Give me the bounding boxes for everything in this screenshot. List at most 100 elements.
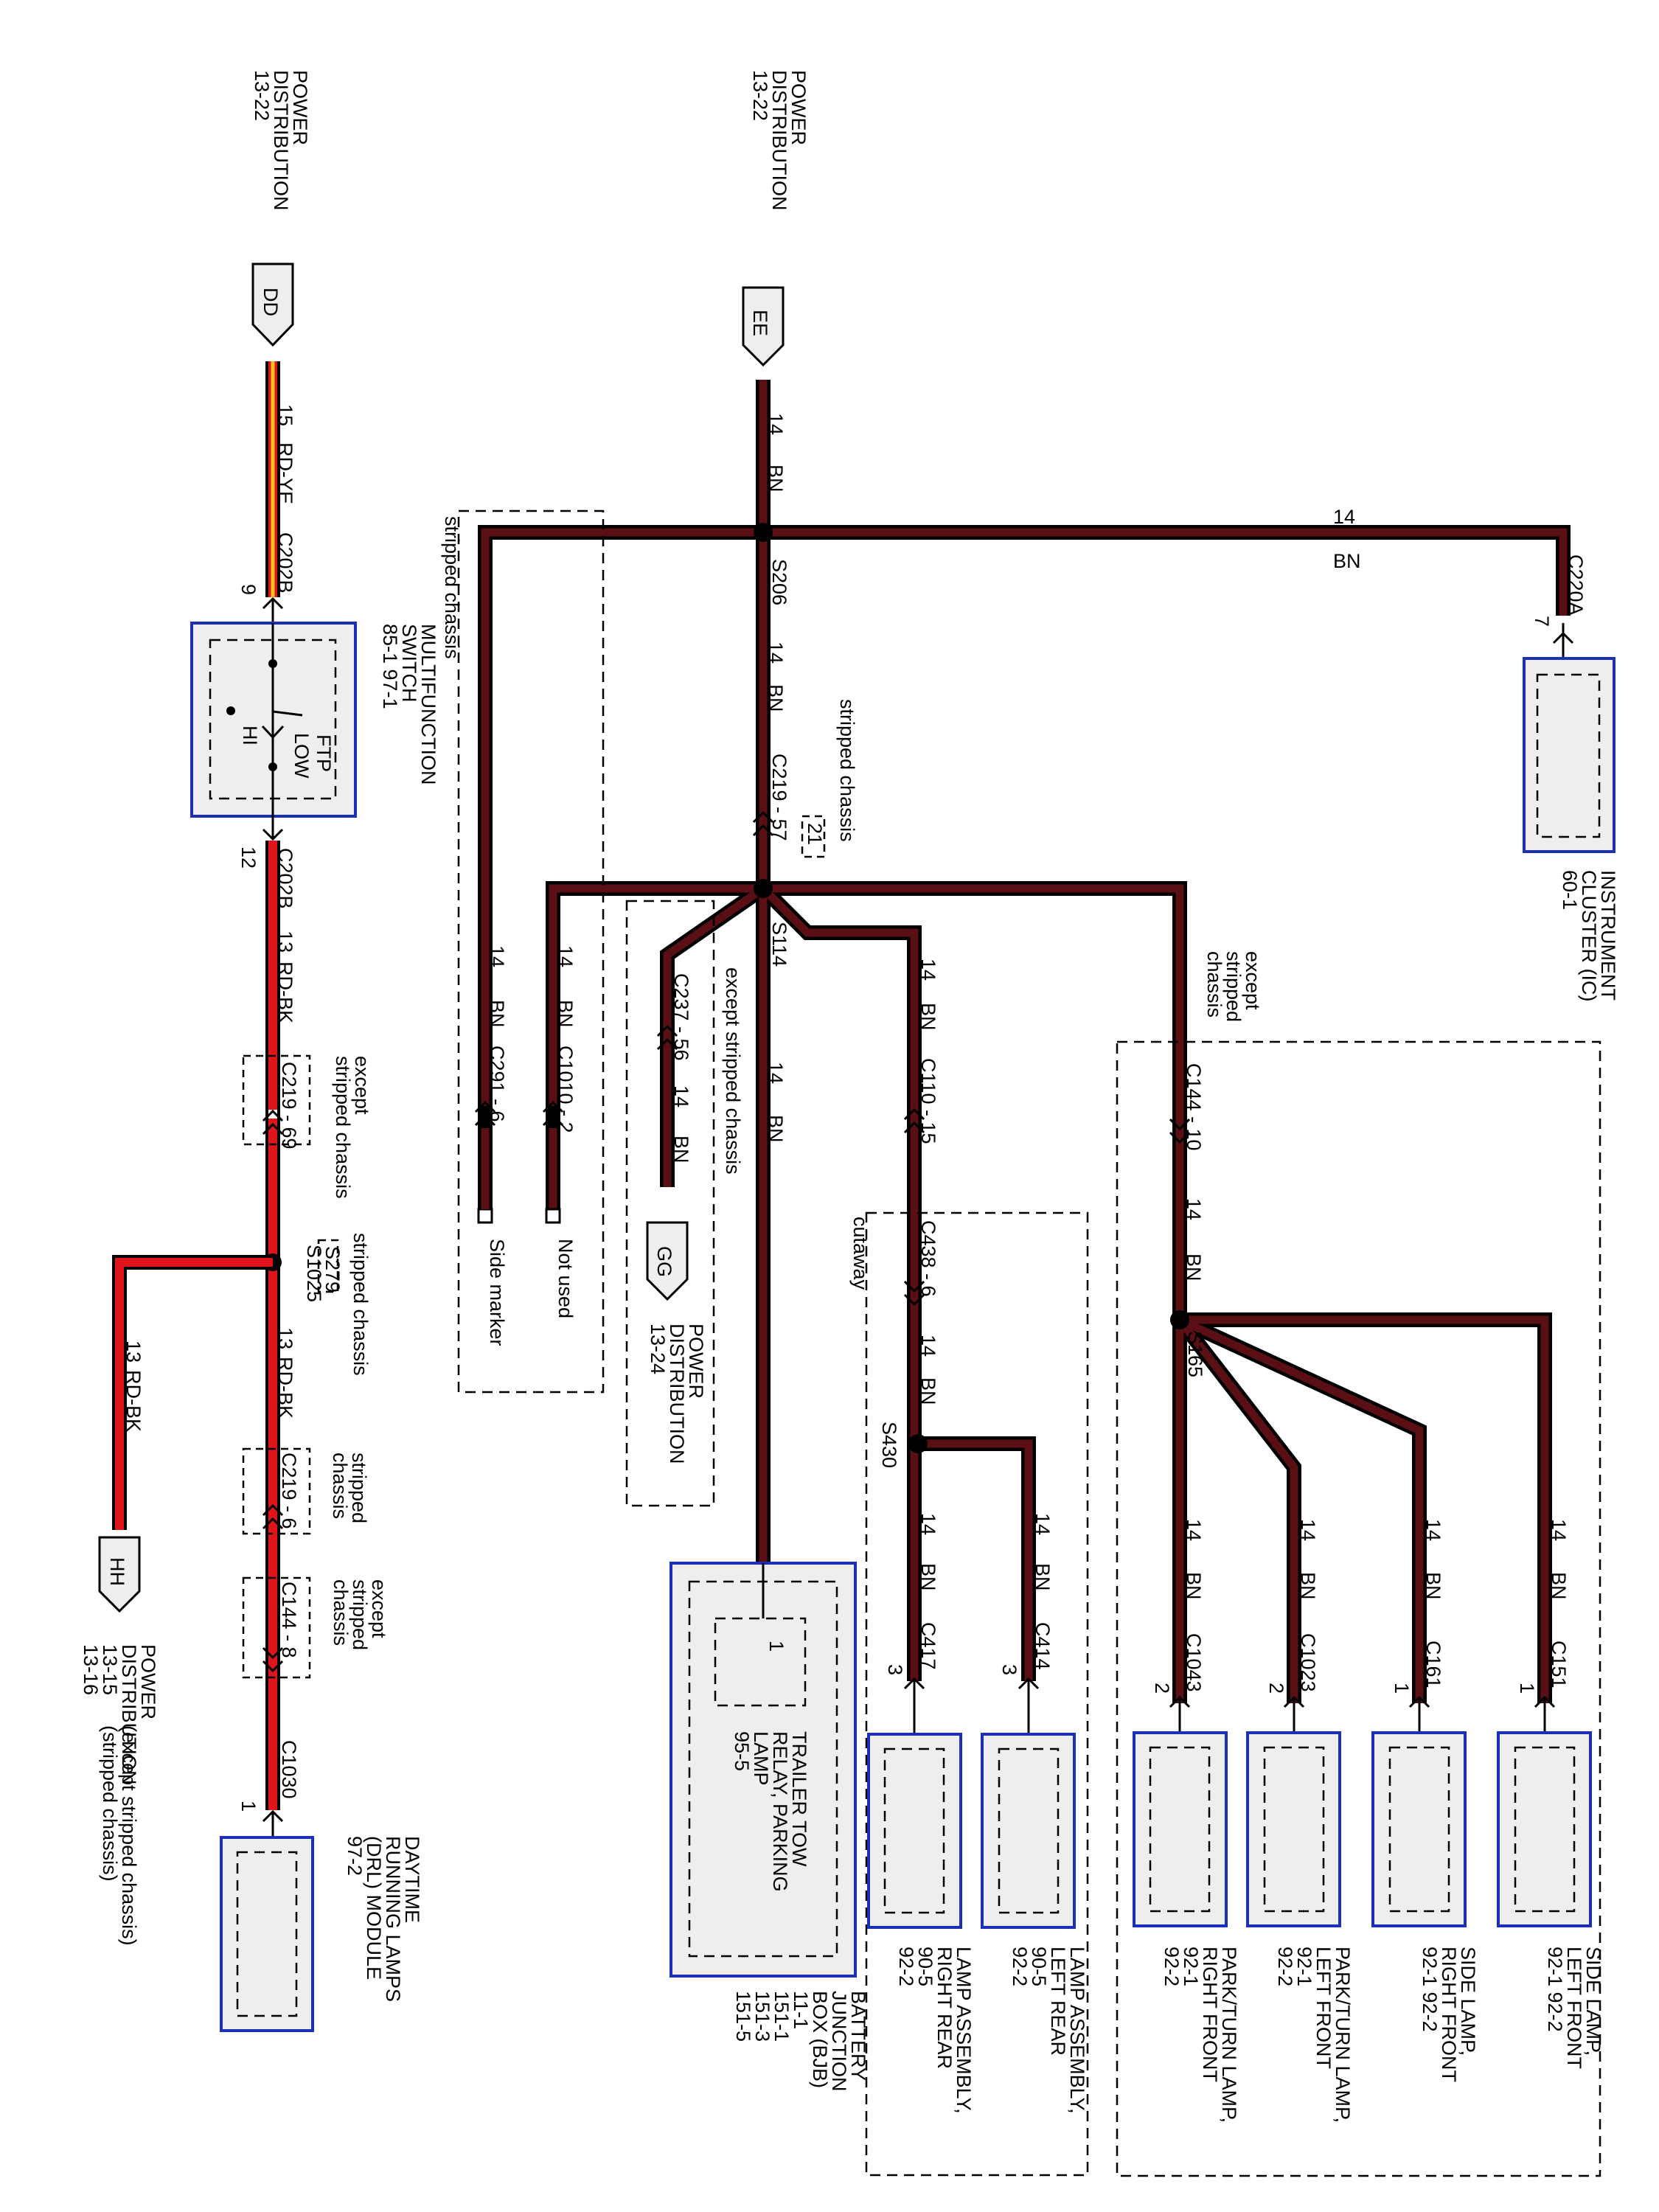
- note-except-stripped-c237: except stripped chassis: [722, 967, 744, 1175]
- pd-hh-note-2: (stripped chassis): [99, 1725, 121, 1882]
- side-lf-label: SIDE LAMP, LEFT FRONT 92-1 92-2: [1544, 1947, 1604, 2074]
- w-c237-gauge: 14: [670, 1085, 692, 1107]
- c1023-pin: 2: [1265, 1683, 1287, 1694]
- relay-label: TRAILER TOW RELAY, PARKING LAMP 95-5: [731, 1731, 810, 1897]
- pd-hh-note-1: (except stripped chassis): [118, 1725, 140, 1946]
- c1023-label: C1023: [1297, 1633, 1319, 1692]
- c219-57-connector: [752, 810, 774, 837]
- switch-ftp: FTP: [313, 734, 335, 772]
- pd-hh-label: POWER DISTRIBUTION 13-15 13-16: [80, 1644, 159, 1790]
- gg-flag: [646, 1221, 689, 1301]
- w-c144-gauge: 14: [1183, 1198, 1205, 1220]
- w-ee-gauge: 14: [765, 413, 787, 435]
- c417-pin: 3: [884, 1664, 906, 1675]
- c202b-bot-pin: 12: [237, 846, 260, 869]
- s206-label: S206: [768, 559, 790, 605]
- w-c110-gauge: 14: [917, 959, 939, 981]
- c110-15-connector: [903, 1107, 925, 1134]
- c1043-label: C1043: [1183, 1633, 1205, 1692]
- c219-69-connector: [262, 1109, 284, 1135]
- w-s1025-color: RD-BK: [274, 1357, 296, 1419]
- c1030-label: C1030: [278, 1740, 300, 1799]
- c237-56-label: C237 - 56: [670, 973, 692, 1061]
- s165-label: S165: [1184, 1331, 1206, 1377]
- c414-label: C414: [1032, 1622, 1054, 1670]
- multifunction-title: MULTIFUNCTION SWITCH: [398, 624, 439, 790]
- s114-splice: [754, 879, 773, 898]
- side-rf-label: SIDE LAMP, RIGHT FRONT 92-1 92-2: [1419, 1947, 1479, 2087]
- relay-pin: 1: [765, 1641, 787, 1652]
- c144-8-connector: [262, 1646, 284, 1673]
- w-s1025-gauge: 13: [274, 1327, 296, 1349]
- park-rf-label: PARK/TURN LAMP, RIGHT FRONT 92-1 92-2: [1161, 1947, 1240, 2129]
- c219-69-label: C219 - 69: [278, 1062, 300, 1150]
- w-12-color: RD-BK: [274, 961, 296, 1023]
- s430-label: S430: [878, 1422, 900, 1468]
- s165-splice: [1170, 1310, 1189, 1329]
- not-used-label: Not used: [554, 1239, 577, 1318]
- dd-flag-label: DD: [260, 288, 282, 316]
- w-12-gauge: 13: [274, 931, 296, 953]
- dd-flag: [251, 262, 294, 347]
- ic-label: INSTRUMENT CLUSTER (IC) 60-1: [1559, 870, 1619, 1007]
- w-c438-gauge: 14: [917, 1335, 939, 1357]
- side-marker-label: Side marker: [486, 1239, 508, 1346]
- hh-flag-label: HH: [106, 1557, 128, 1586]
- ee-flag-label: EE: [749, 310, 771, 336]
- lamp-rr-label: LAMP ASSEMBLY, RIGHT REAR 90-5 92-2: [895, 1947, 975, 2119]
- w-c1010-gauge: 14: [554, 945, 577, 967]
- note-cutaway: cutaway: [849, 1217, 872, 1290]
- w-c414-color: BN: [1032, 1563, 1054, 1591]
- s279-label: S279: [321, 1246, 344, 1293]
- w-c1010-color: BN: [554, 1000, 577, 1028]
- w-c291-color: BN: [486, 1000, 508, 1028]
- multifunction-refs: 85-1 97-1: [379, 624, 401, 709]
- ee-flag: [742, 286, 785, 367]
- switch-hi: HI: [239, 726, 261, 745]
- w-c237-color: BN: [670, 1135, 692, 1164]
- c202b-top-label: C202B: [274, 532, 296, 594]
- bjb-label: BATTERY JUNCTION BOX (BJB) 11-1 151-1 15…: [732, 1991, 869, 2097]
- w-c417-gauge: 14: [917, 1513, 939, 1535]
- w-ee-color: BN: [765, 465, 787, 493]
- c144-8-label: C144 - 8: [278, 1582, 300, 1658]
- c219-6-connector: [262, 1503, 284, 1530]
- c202b-top-pin: 9: [237, 584, 260, 595]
- w-c291-gauge: 14: [486, 945, 508, 967]
- not-used-terminal: [545, 1208, 561, 1224]
- w-hh-gauge: 13: [122, 1340, 145, 1363]
- c237-56-connector: [656, 1024, 678, 1051]
- note-stripped-chassis-c219: stripped chassis: [836, 699, 858, 842]
- note-except-stripped-c144: except stripped chassis: [330, 1579, 390, 1656]
- w-c161-color: BN: [1422, 1572, 1444, 1600]
- w-s206-gauge: 14: [765, 641, 787, 664]
- w-top-color: BN: [1333, 550, 1361, 572]
- c219-57-label: C219 - 57: [768, 754, 790, 841]
- c110-15-label: C110 - 15: [917, 1058, 939, 1144]
- s1025-label: S1025: [303, 1245, 325, 1302]
- drl-module-label: DAYTIME RUNNING LAMPS (DRL) MODULE 97-2: [344, 1836, 423, 2008]
- c1043-pin: 2: [1151, 1683, 1173, 1694]
- c161-label: C161: [1422, 1641, 1444, 1688]
- pd-mid-label: POWER DISTRIBUTION 13-22: [749, 70, 810, 216]
- w-c1023-gauge: 14: [1297, 1519, 1319, 1541]
- w-dd-color: RD-YE: [274, 442, 296, 504]
- note-stripped-c219-6: stripped chassis: [329, 1453, 370, 1529]
- w-c1043-gauge: 14: [1183, 1519, 1205, 1541]
- s206-splice: [754, 523, 773, 542]
- w-c161-gauge: 14: [1422, 1519, 1444, 1541]
- note-except-stripped-1: except stripped chassis: [332, 1056, 373, 1199]
- bn-wires-core: [481, 380, 1568, 1703]
- c151-label: C151: [1548, 1641, 1570, 1688]
- c417-label: C417: [917, 1622, 939, 1670]
- switch-low: LOW: [291, 733, 313, 779]
- w-c438-color: BN: [917, 1377, 939, 1405]
- w-c110-color: BN: [917, 1003, 939, 1031]
- side-marker-terminal: [477, 1208, 493, 1224]
- c219-6-label: C219 - 6: [278, 1453, 300, 1529]
- c161-pin: 1: [1391, 1683, 1413, 1694]
- w-s114-gauge: 14: [765, 1062, 787, 1084]
- note-stripped-s279: stripped chassis: [349, 1233, 372, 1376]
